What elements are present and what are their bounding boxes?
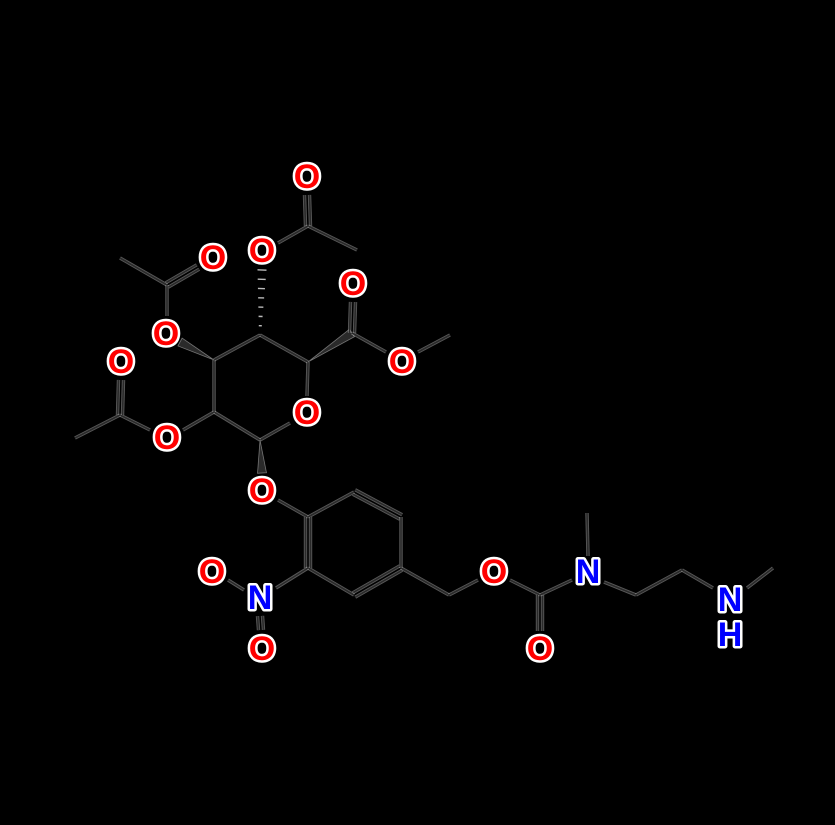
bond — [213, 334, 261, 361]
amine-hydrogen-atom: H — [718, 616, 743, 654]
bond — [746, 567, 774, 589]
atom-labels: O O O O O O O O O O O O O O N N N H — [105, 156, 745, 671]
bond — [308, 194, 312, 226]
oxygen-atom: O — [249, 472, 275, 510]
bond — [116, 379, 120, 415]
bond — [307, 491, 355, 518]
carbonyl-oxygen-atom: O — [527, 630, 553, 668]
oxygen-atom: O — [200, 239, 226, 277]
bond — [351, 332, 387, 353]
bond — [353, 302, 357, 334]
bond — [400, 567, 450, 596]
bond — [539, 579, 573, 596]
bond — [348, 301, 352, 333]
bond — [352, 565, 401, 594]
bond — [119, 257, 168, 286]
bond — [213, 411, 261, 441]
bond — [354, 489, 403, 516]
carbamate-nitrogen-atom: N — [576, 553, 601, 591]
bond — [165, 264, 198, 284]
nitro-oxygen-atom: O — [199, 553, 225, 591]
bond — [448, 579, 479, 596]
bond — [277, 499, 309, 518]
bond — [306, 361, 309, 397]
bond — [509, 579, 541, 596]
bond — [586, 512, 589, 557]
oxygen-atom: O — [481, 553, 507, 591]
bonds — [74, 194, 775, 631]
nitro-oxygen-atom: O — [249, 630, 275, 668]
nitro-nitrogen-atom: N — [248, 579, 273, 617]
bond — [635, 569, 683, 596]
bond — [417, 334, 451, 353]
oxygen-atom: O — [154, 419, 180, 457]
bond — [74, 414, 121, 439]
bond — [352, 493, 401, 520]
bond — [307, 567, 355, 596]
bond — [303, 195, 307, 227]
oxygen-atom: O — [340, 265, 366, 303]
amine-nitrogen-atom: N — [718, 581, 743, 619]
oxygen-atom: O — [153, 315, 179, 353]
bond — [307, 328, 356, 363]
bond — [259, 422, 291, 441]
bond — [167, 268, 200, 288]
oxygen-atom: O — [389, 343, 415, 381]
bond — [307, 225, 358, 251]
bond — [257, 439, 267, 474]
oxygen-atom: O — [294, 158, 320, 196]
bond — [275, 567, 309, 589]
bond — [681, 569, 714, 589]
bond — [259, 334, 309, 363]
bond — [256, 616, 260, 631]
ring-oxygen-atom: O — [294, 394, 320, 432]
bond — [177, 337, 215, 361]
bond — [121, 380, 125, 416]
bond — [182, 411, 215, 431]
bond — [227, 579, 245, 591]
bond — [261, 615, 265, 630]
bond — [277, 225, 309, 244]
oxygen-atom: O — [249, 232, 275, 270]
oxygen-atom: O — [108, 343, 134, 381]
bond — [603, 581, 637, 596]
bond — [354, 569, 403, 598]
bond — [119, 414, 151, 431]
